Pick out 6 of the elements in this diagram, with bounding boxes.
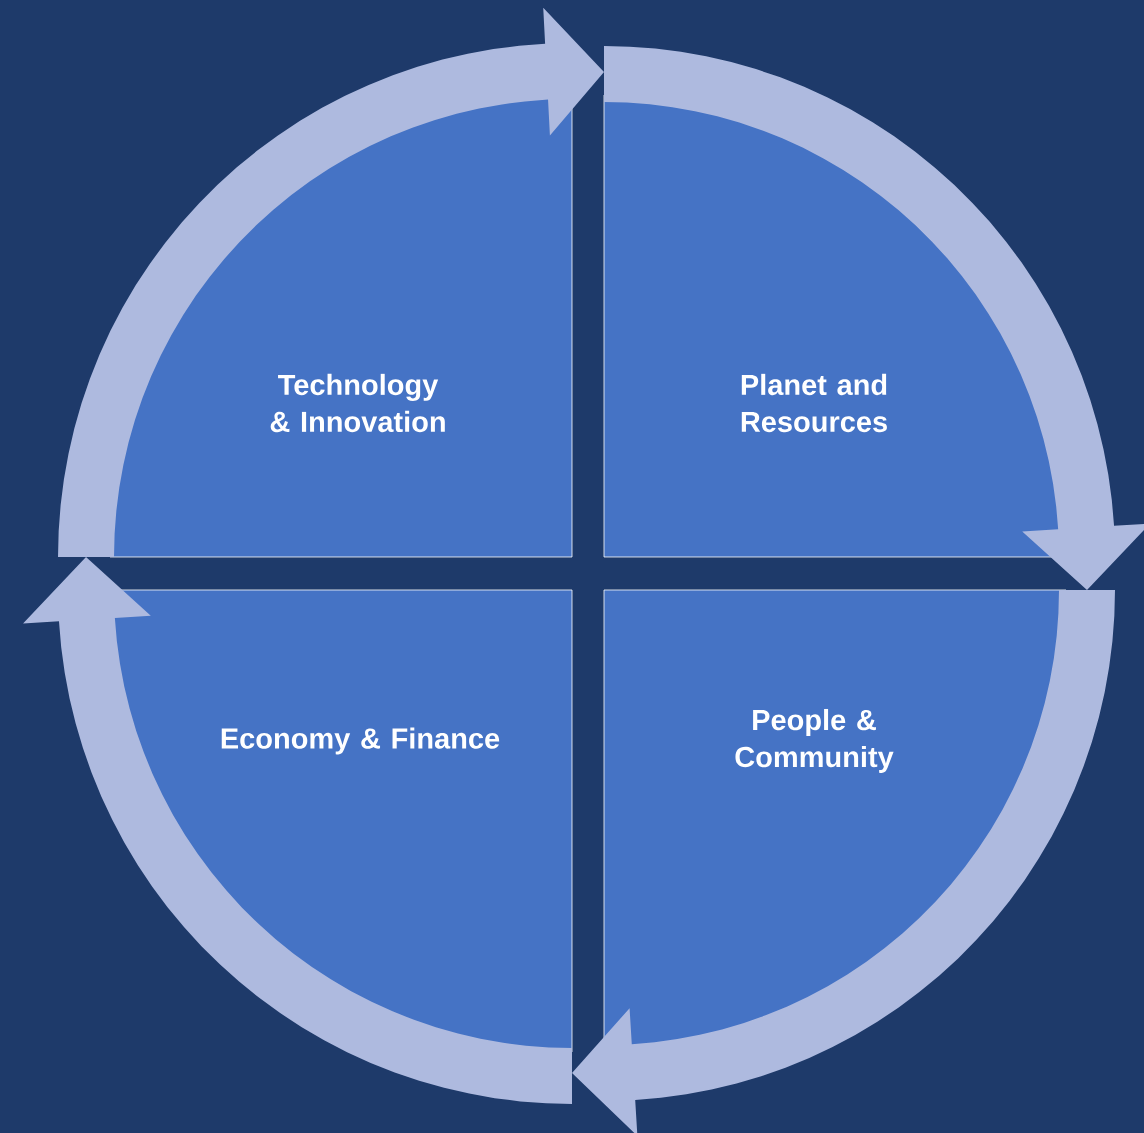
quadrant-segment: Technology & Innovation xyxy=(109,94,573,558)
quadrant-segment: Planet and Resources xyxy=(603,94,1067,558)
curved-arrow xyxy=(604,46,1144,590)
quadrant-segment: Economy & Finance xyxy=(109,589,573,1053)
curved-arrow xyxy=(572,590,1115,1133)
quadrant-segment: People & Community xyxy=(603,589,1067,1053)
